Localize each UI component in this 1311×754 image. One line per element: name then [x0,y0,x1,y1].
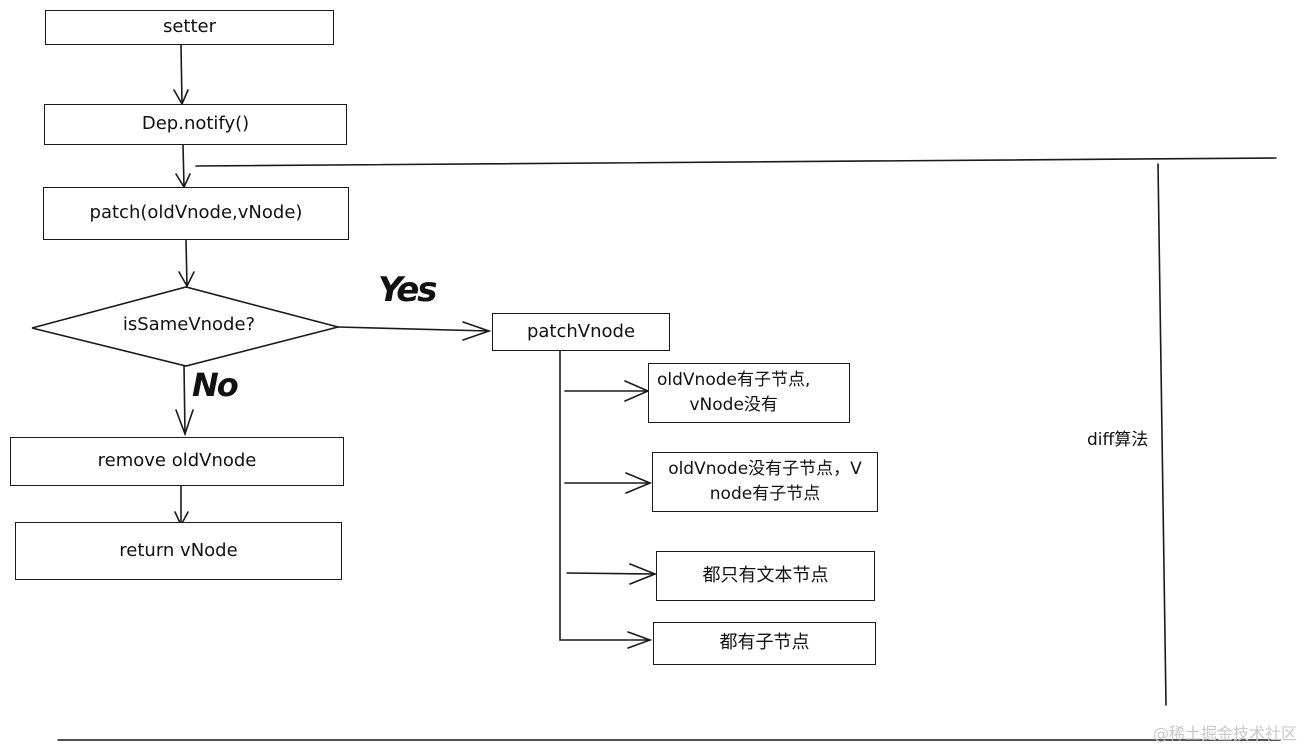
decision-diamond [31,286,342,367]
setter-label: setter [162,16,217,38]
case-old-has-children-line1: oldVnode有子节点, [657,370,811,391]
patch-box: patch(oldVnode,vNode) [43,187,349,240]
case-new-has-children-line2: node有子节点 [709,484,821,504]
dep-notify-label: Dep.notify() [141,113,250,135]
case-old-has-children-box: oldVnode有子节点, vNode没有 [648,363,850,423]
return-vnode-box: return vNode [15,522,342,580]
case-both-text-label: 都只有文本节点 [702,564,829,586]
setter-box: setter [45,10,334,45]
case-new-has-children-line1: oldVnode没有子节点，V [668,459,862,480]
case-both-children-box: 都有子节点 [653,622,876,665]
patch-vnode-box: patchVnode [492,313,670,351]
case-new-has-children-box: oldVnode没有子节点，V node有子节点 [652,452,878,512]
dep-notify-box: Dep.notify() [44,104,347,145]
return-vnode-label: return vNode [119,539,238,561]
patch-vnode-label: patchVnode [526,320,636,342]
case-old-has-children-line2: vNode没有 [689,395,778,415]
yes-label: Yes [378,270,438,310]
remove-old-vnode-box: remove oldVnode [10,437,344,486]
remove-old-vnode-label: remove oldVnode [97,450,257,472]
no-label: No [192,366,239,404]
diff-algorithm-label: diff算法 [1087,430,1149,450]
patch-label: patch(oldVnode,vNode) [89,202,303,224]
case-both-text-box: 都只有文本节点 [656,551,875,601]
is-same-vnode-label: isSameVnode? [122,314,256,335]
watermark: @稀土掘金技术社区 [1152,724,1297,743]
case-both-children-label: 都有子节点 [719,632,810,654]
